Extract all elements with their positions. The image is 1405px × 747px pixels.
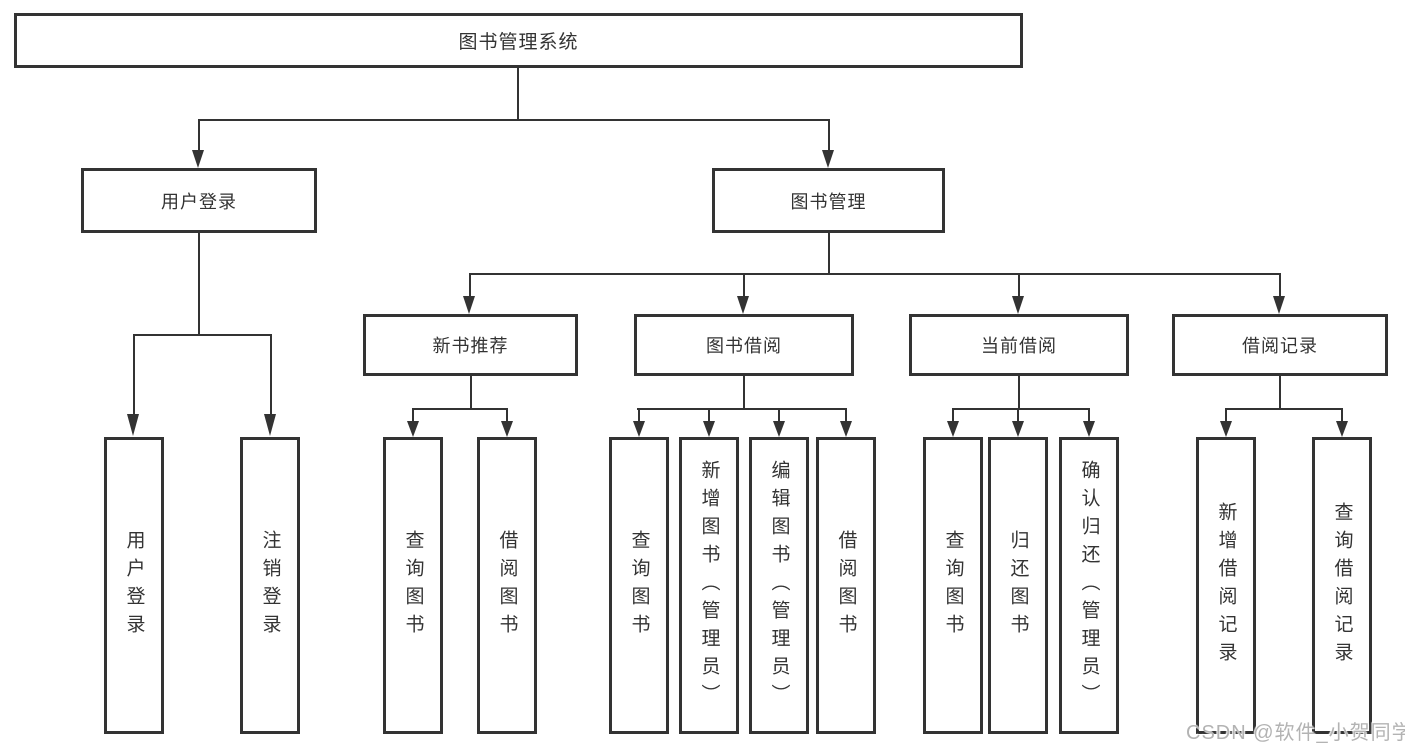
arrow-down-icon — [1083, 421, 1095, 437]
connector-borrowing-records-rail — [1225, 408, 1343, 410]
leaf-label: 查询图书 — [402, 529, 424, 642]
connector-stem-login-leaf — [133, 334, 135, 414]
arrow-down-icon — [703, 421, 715, 437]
node-borrowing-records: 借阅记录 — [1172, 314, 1388, 376]
node-label: 图书管理系统 — [458, 32, 579, 53]
connector-leaf-stem — [708, 408, 710, 421]
leaf-label: 编辑图书（管理员） — [768, 459, 790, 712]
arrow-down-icon — [1220, 421, 1232, 437]
connector-user-login-drop — [198, 233, 200, 334]
connector-new-book-rail — [412, 408, 508, 410]
leaf-label: 确认归还（管理员） — [1078, 459, 1100, 712]
arrow-down-icon — [773, 421, 785, 437]
arrow-down-icon — [264, 414, 276, 436]
leaf-label: 查询借阅记录 — [1331, 501, 1353, 670]
arrow-down-icon — [633, 421, 645, 437]
arrow-down-icon — [463, 296, 475, 314]
arrow-down-icon — [822, 150, 834, 168]
connector-stem-borrowing-records — [1279, 273, 1281, 296]
connector-stem-book-borrowing — [743, 273, 745, 296]
watermark-text: CSDN @软件_小贺同学 — [1186, 722, 1405, 744]
leaf-label: 借阅图书 — [835, 529, 857, 642]
node-current-borrowing: 当前借阅 — [909, 314, 1129, 376]
connector-stem-new-book — [469, 273, 471, 296]
connector-level2-rail — [198, 119, 830, 121]
node-label: 新书推荐 — [432, 336, 509, 356]
connector-new-book-drop — [470, 376, 472, 408]
connector-leaf-stem — [1088, 408, 1090, 421]
arrow-down-icon — [1012, 421, 1024, 437]
node-label: 用户登录 — [161, 191, 237, 212]
leaf-query-books-recommend: 查询图书 — [383, 437, 443, 734]
arrow-down-icon — [127, 414, 139, 436]
connector-leaf-stem — [1341, 408, 1343, 421]
leaf-label: 新增图书（管理员） — [698, 459, 720, 712]
arrow-down-icon — [1336, 421, 1348, 437]
node-user-login-branch: 用户登录 — [81, 168, 317, 233]
node-label: 图书管理 — [790, 191, 867, 212]
connector-leaf-stem — [1225, 408, 1227, 421]
leaf-confirm-return-admin: 确认归还（管理员） — [1059, 437, 1119, 734]
leaf-label: 用户登录 — [123, 529, 145, 642]
arrow-down-icon — [947, 421, 959, 437]
arrow-down-icon — [501, 421, 513, 437]
connector-leaf-stem — [952, 408, 954, 421]
node-label: 图书借阅 — [706, 336, 782, 356]
arrow-down-icon — [407, 421, 419, 437]
leaf-edit-book-admin: 编辑图书（管理员） — [749, 437, 809, 734]
node-book-management: 图书管理 — [712, 168, 945, 233]
leaf-label: 借阅图书 — [496, 529, 518, 642]
leaf-label: 新增借阅记录 — [1215, 501, 1237, 670]
leaf-query-borrow-record: 查询借阅记录 — [1312, 437, 1372, 734]
connector-stem-logout-leaf — [270, 334, 272, 414]
leaf-logout: 注销登录 — [240, 437, 300, 734]
leaf-query-books-current: 查询图书 — [923, 437, 983, 734]
leaf-borrow-books-borrowing: 借阅图书 — [816, 437, 876, 734]
connector-current-borrowing-drop — [1018, 376, 1020, 408]
connector-leaf-stem — [1017, 408, 1019, 421]
arrow-down-icon — [1012, 296, 1024, 314]
leaf-label: 查询图书 — [942, 529, 964, 642]
node-library-management-system: 图书管理系统 — [14, 13, 1023, 68]
connector-leaf-stem — [778, 408, 780, 421]
leaf-label: 查询图书 — [628, 529, 650, 642]
connector-user-login-rail — [133, 334, 272, 336]
arrow-down-icon — [840, 421, 852, 437]
connector-book-borrowing-rail — [637, 408, 847, 410]
connector-leaf-stem — [845, 408, 847, 421]
connector-stem-user-login — [198, 119, 200, 150]
node-book-borrowing: 图书借阅 — [634, 314, 854, 376]
connector-leaf-stem — [638, 408, 640, 421]
leaf-label: 注销登录 — [259, 529, 281, 642]
connector-book-management-drop — [828, 233, 830, 273]
connector-level3-rail — [469, 273, 1281, 275]
connector-leaf-stem — [412, 408, 414, 421]
node-label: 借阅记录 — [1242, 336, 1318, 356]
node-label: 当前借阅 — [981, 336, 1057, 356]
connector-current-borrowing-rail — [952, 408, 1089, 410]
connector-stem-current-borrowing — [1018, 273, 1020, 296]
leaf-borrow-books-recommend: 借阅图书 — [477, 437, 537, 734]
leaf-add-book-admin: 新增图书（管理员） — [679, 437, 739, 734]
connector-root-drop — [517, 68, 519, 119]
arrow-down-icon — [192, 150, 204, 168]
arrow-down-icon — [737, 296, 749, 314]
connector-leaf-stem — [506, 408, 508, 421]
leaf-query-books-borrowing: 查询图书 — [609, 437, 669, 734]
connector-stem-book-management — [828, 119, 830, 150]
leaf-return-books: 归还图书 — [988, 437, 1048, 734]
connector-book-borrowing-drop — [743, 376, 745, 408]
arrow-down-icon — [1273, 296, 1285, 314]
leaf-add-borrow-record: 新增借阅记录 — [1196, 437, 1256, 734]
leaf-label: 归还图书 — [1007, 529, 1029, 642]
node-new-book-recommendation: 新书推荐 — [363, 314, 578, 376]
connector-borrowing-records-drop — [1279, 376, 1281, 408]
leaf-user-login: 用户登录 — [104, 437, 164, 734]
